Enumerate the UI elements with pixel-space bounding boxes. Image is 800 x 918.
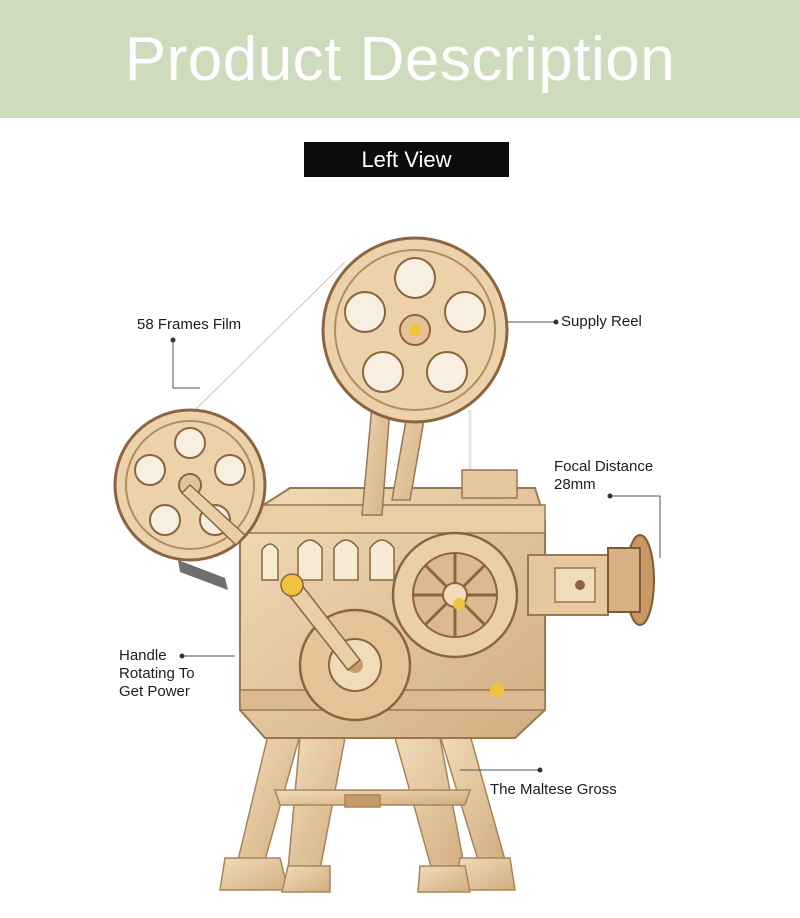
callout-frames-film: 58 Frames Film [137,316,242,333]
callout-lines [172,321,661,771]
callout-focal-line1: Focal Distance [554,458,654,475]
take-up-reel [113,408,267,562]
callout-focal-line2: 28mm [554,476,596,493]
header-banner: Product Description [0,0,800,118]
view-label: Left View [304,142,509,177]
film-strip [194,261,346,411]
supply-reel [321,236,509,424]
callout-handle: Handle Rotating To Get Power [119,647,195,701]
stand [219,734,516,893]
projector-body [239,469,655,739]
callout-dots [170,319,613,773]
callout-handle-line3: Get Power [119,683,190,700]
page-title: Product Description [124,24,676,94]
callout-handle-line1: Handle [119,647,167,664]
callout-focal-distance: Focal Distance 28mm [554,458,653,494]
callout-handle-line2: Rotating To [119,665,195,682]
callout-maltese-gross: The Maltese Gross [490,781,617,798]
callout-supply-reel: Supply Reel [561,313,642,330]
